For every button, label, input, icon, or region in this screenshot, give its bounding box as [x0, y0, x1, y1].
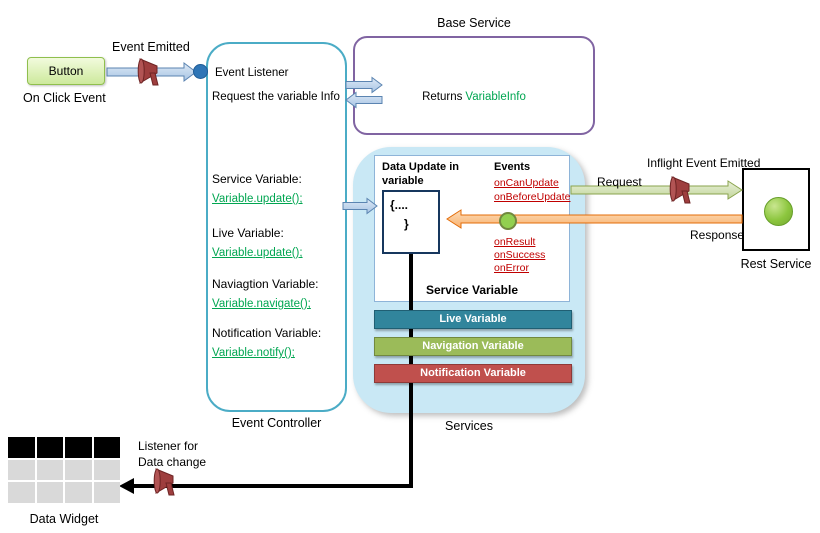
request-label: Request: [597, 175, 642, 189]
event-onerror-label: onError: [494, 262, 530, 274]
data-connector-arrowhead: [119, 478, 134, 494]
base-service-box: [353, 36, 595, 135]
navigation-variable-item: Naviagtion Variable: Variable.navigate()…: [212, 277, 319, 310]
bar-label: Navigation Variable: [422, 340, 524, 352]
base-service-title: Base Service: [437, 16, 511, 30]
item-label: Naviagtion Variable:: [212, 277, 319, 291]
item-label: Notification Variable:: [212, 326, 322, 340]
listener-for-data-change-label: Listener for Data change: [138, 439, 207, 469]
variableinfo-value: VariableInfo: [465, 91, 526, 103]
button-event-arrow: [106, 62, 197, 82]
event-emitted-label: Event Emitted: [112, 40, 190, 54]
item-code: Variable.navigate();: [212, 298, 311, 310]
table-cell: [93, 459, 120, 481]
table-header-cell: [65, 437, 92, 458]
live-variable-item: Live Variable: Variable.update();: [212, 226, 303, 259]
data-widget-table: [8, 437, 120, 503]
data-widget-label: Data Widget: [29, 512, 99, 526]
event-phase-dot: [499, 212, 517, 230]
data-change-megaphone-icon: [153, 468, 175, 496]
navigation-variable-bar: Navigation Variable: [374, 337, 572, 356]
on-click-event-label: On Click Event: [23, 91, 106, 105]
request-variable-info-label: Request the variable Info: [212, 91, 340, 103]
table-header-cell: [36, 437, 63, 458]
table-cell: [36, 459, 63, 481]
variable-json-box: {.... }: [382, 190, 440, 254]
item-label: Service Variable:: [212, 172, 302, 186]
service-variable-item: Service Variable: Variable.update();: [212, 172, 303, 205]
event-emitted-megaphone-icon: [137, 58, 159, 86]
event-oncanupdate-label: onCanUpdate: [494, 177, 559, 189]
item-code: Variable.update();: [212, 247, 303, 259]
request-megaphone-icon: [669, 176, 691, 204]
inflight-event-emitted-label: Inflight Event Emitted: [647, 156, 761, 170]
response-label: Response: [690, 228, 745, 242]
notification-variable-bar: Notification Variable: [374, 364, 572, 383]
item-label: Live Variable:: [212, 226, 284, 240]
data-update-label: Data Update in variable: [382, 161, 460, 187]
table-cell: [93, 482, 120, 503]
notification-variable-item: Notification Variable: Variable.notify()…: [212, 326, 321, 359]
event-onresult-label: onResult: [494, 236, 536, 248]
table-cell: [8, 459, 35, 481]
event-controller-title: Event Controller: [231, 416, 322, 430]
bar-label: Live Variable: [439, 313, 507, 325]
item-code: Variable.notify();: [212, 347, 295, 359]
returns-label: Returns: [422, 91, 463, 103]
table-cell: [8, 482, 35, 503]
services-title: Services: [445, 419, 493, 433]
brace-open: {....: [390, 198, 409, 212]
table-cell: [65, 459, 92, 481]
brace-close: }: [404, 217, 409, 232]
table-header-cell: [93, 437, 120, 458]
rest-service-dot: [764, 197, 793, 226]
table-cell: [36, 482, 63, 503]
bar-label: Notification Variable: [420, 367, 526, 379]
live-variable-bar: Live Variable: [374, 310, 572, 329]
button-widget: Button: [27, 57, 105, 85]
item-code: Variable.update();: [212, 193, 303, 205]
rest-service-label: Rest Service: [740, 257, 812, 271]
table-header-cell: [8, 437, 35, 458]
table-cell: [65, 482, 92, 503]
event-onsuccess-label: onSuccess: [494, 249, 546, 261]
event-listener-label: Event Listener: [215, 67, 289, 79]
events-title: Events: [494, 161, 531, 173]
event-onbeforeupdate-label: onBeforeUpdate: [494, 191, 571, 203]
rest-service-box: [742, 168, 810, 251]
button-label: Button: [48, 64, 84, 78]
event-listener-dot: [193, 64, 208, 79]
service-variable-title: Service Variable: [425, 283, 519, 297]
